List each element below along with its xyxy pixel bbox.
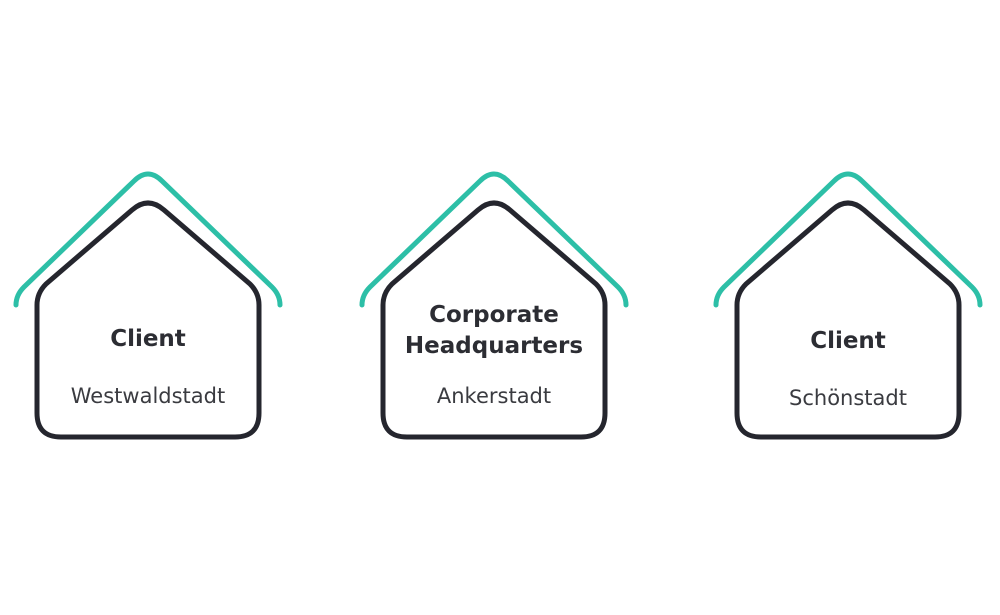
roof-line	[359, 171, 629, 308]
house-city: Westwaldstadt	[70, 384, 226, 408]
house-outline	[734, 200, 962, 440]
house-ankerstadt	[359, 171, 629, 440]
house-title: Client	[110, 326, 186, 352]
house-westwaldstadt	[13, 171, 283, 440]
house-title: Client	[810, 328, 886, 354]
house-title-line: Corporate	[429, 302, 559, 328]
house-title-line: Headquarters	[404, 333, 584, 359]
house-outline	[380, 200, 608, 440]
roof-line	[713, 171, 983, 308]
house-title: Corporate Headquarters	[384, 300, 604, 362]
house-city: Schönstadt	[789, 386, 907, 410]
house-city: Ankerstadt	[436, 384, 552, 408]
house-outline	[34, 200, 262, 440]
roof-line	[13, 171, 283, 308]
house-schoenstadt	[713, 171, 983, 440]
